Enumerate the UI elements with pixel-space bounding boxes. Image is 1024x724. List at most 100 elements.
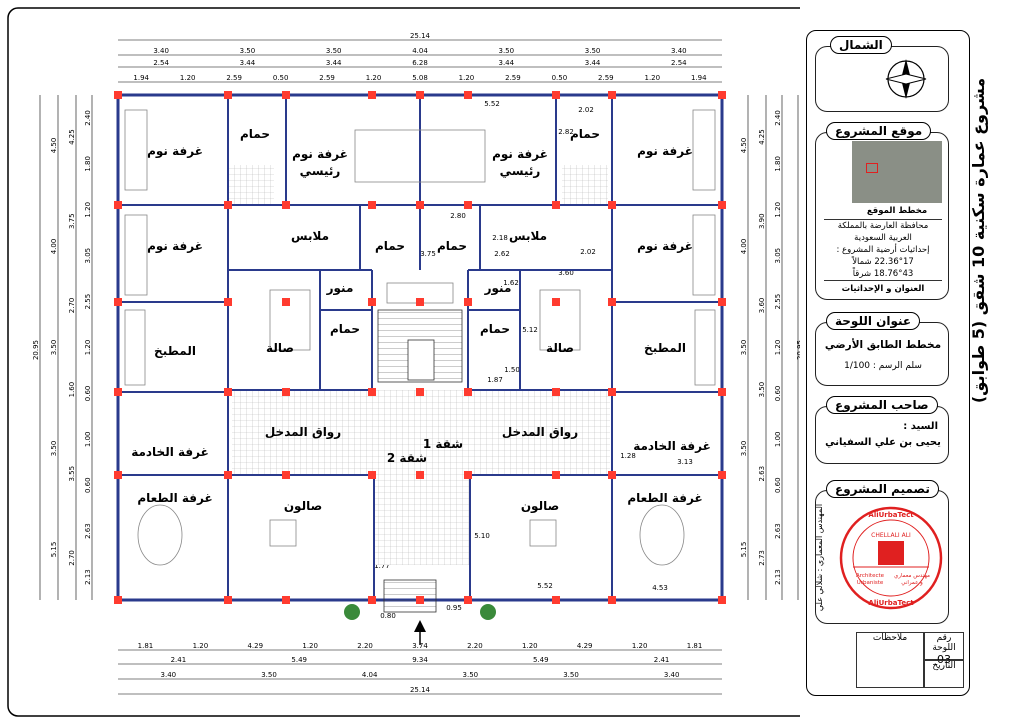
dim-right-inner: 2.40 — [774, 110, 782, 126]
dim-right-mid: 2.63 — [758, 466, 766, 482]
dim-interior: 0.95 — [446, 604, 462, 612]
stamp-right-line1: مهندس معماري — [894, 573, 930, 579]
room-label-hall-2: صالة — [546, 341, 574, 355]
dim-bottom-row2: 9.34 — [412, 656, 428, 664]
column-marker — [464, 596, 472, 604]
dim-bottom-row3: 4.04 — [362, 671, 378, 679]
dim-bottom-row1: 1.20 — [632, 642, 648, 650]
dim-interior: 2.62 — [494, 250, 510, 258]
room-label-salon-2: صالون — [521, 499, 559, 514]
dim-top-row4: 1.94 — [133, 74, 149, 82]
column-marker — [368, 201, 376, 209]
room-label-salon-1: صالون — [284, 499, 322, 514]
column-marker — [552, 201, 560, 209]
column-marker — [282, 201, 290, 209]
room-label-bath-4: حمام — [437, 239, 467, 254]
structural-columns — [114, 91, 726, 604]
dim-bottom-row1: 1.81 — [138, 642, 154, 650]
north-heading: الشمال — [830, 36, 892, 54]
room-label-bath-1: حمام — [240, 127, 270, 142]
dim-top-row3: 3.44 — [326, 59, 342, 67]
dim-top-row2: 3.40 — [153, 47, 169, 55]
dim-top-row4: 1.20 — [459, 74, 475, 82]
room-label-bath-6: حمام — [480, 322, 510, 337]
room-label-bath-5: حمام — [330, 322, 360, 337]
dim-right-inner: 2.13 — [774, 569, 782, 585]
column-marker — [368, 596, 376, 604]
north-arrow-icon — [885, 59, 927, 99]
dim-top-row3: 3.44 — [240, 59, 256, 67]
column-marker — [464, 91, 472, 99]
dim-right-inner: 1.20 — [774, 202, 782, 218]
column-marker — [224, 91, 232, 99]
dim-top-row4: 5.08 — [412, 74, 428, 82]
dim-left-inner: 2.55 — [84, 294, 92, 310]
sheet-border — [7, 7, 800, 717]
project-title: مشروع عمارة سكنية 10 شقق (5 طوابق) — [969, 77, 989, 403]
stamp-bottom-text: AliUrbaTect — [868, 599, 914, 607]
dim-left-mid: 4.25 — [68, 129, 76, 145]
dim-interior: 0.80 — [380, 612, 396, 620]
site-coords-east: 18.76°43 شرقاً — [852, 269, 914, 279]
column-marker — [282, 298, 290, 306]
dim-top-row3: 3.44 — [585, 59, 601, 67]
column-marker — [608, 596, 616, 604]
dim-top-row2: 3.50 — [585, 47, 601, 55]
site-address-caption: العنوان و الإحداثيات — [841, 284, 925, 294]
dim-right-mid: 4.25 — [758, 129, 766, 145]
top-dimension-chains — [118, 39, 722, 83]
dim-interior: 2.02 — [578, 106, 594, 114]
dim-top-row2: 3.40 — [671, 47, 687, 55]
column-marker — [552, 388, 560, 396]
column-marker — [608, 471, 616, 479]
apartment-label-1: شقة 1 — [423, 437, 463, 451]
site-coords-heading: إحداثيات أرضية المشروع : — [836, 245, 930, 255]
dim-bottom-row2: 2.41 — [654, 656, 670, 664]
dim-bottom-row1: 3.74 — [412, 642, 428, 650]
dim-left-inner: 1.20 — [84, 340, 92, 356]
dim-bottom-row3: 3.40 — [161, 671, 177, 679]
room-label-closet-2: ملابس — [509, 229, 547, 243]
room-label-dining-2: غرفة الطعام — [627, 491, 702, 506]
notes-cell: ملاحظات — [856, 632, 924, 688]
dim-top-row2: 3.50 — [498, 47, 514, 55]
dim-bottom-row2: 5.49 — [291, 656, 307, 664]
dim-interior: 2.82 — [558, 128, 574, 136]
engineer-credit: المهندس المعماري : شلالي علي — [815, 503, 825, 611]
dim-left-mid: 3.55 — [68, 466, 76, 482]
site-location-line2: العربية السعودية — [854, 233, 912, 243]
dim-top-row3: 3.44 — [498, 59, 514, 67]
dim-top-row3: 6.28 — [412, 59, 428, 67]
dim-interior: 2.18 — [492, 234, 508, 242]
dim-left-outer: 4.00 — [50, 239, 58, 255]
column-marker — [416, 471, 424, 479]
column-marker — [552, 91, 560, 99]
owner-heading: صاحب المشروع — [826, 396, 938, 414]
column-marker — [224, 596, 232, 604]
sheet-title-panel: مخطط الطابق الأرضي سلم الرسم : 1/100 — [815, 322, 949, 386]
dim-right-inner: 1.80 — [774, 156, 782, 172]
sheet-number-label: رقم اللوحة — [932, 633, 956, 653]
dim-interior: 5.10 — [474, 532, 490, 540]
site-heading: موقع المشروع — [826, 122, 932, 140]
dim-top-row4: 0.50 — [273, 74, 289, 82]
interior-walls — [118, 95, 722, 600]
north-panel — [815, 46, 949, 112]
column-marker — [368, 471, 376, 479]
stamp-name: CHELLALI ALI — [871, 532, 911, 539]
column-marker — [464, 298, 472, 306]
notes-label: ملاحظات — [872, 633, 908, 643]
room-label-kitchen-2: المطبخ — [644, 341, 686, 355]
site-panel: مخطط الموقع محافظة العارضة بالمملكة العر… — [815, 132, 949, 300]
room-label-light-well-2: منور — [484, 281, 512, 296]
dim-right-outer: 4.00 — [740, 239, 748, 255]
dim-interior: 1.62 — [503, 279, 519, 287]
dim-interior: 1.87 — [487, 376, 503, 384]
column-marker — [368, 298, 376, 306]
dim-interior: 1.28 — [620, 452, 636, 460]
column-marker — [552, 298, 560, 306]
column-marker — [282, 91, 290, 99]
stamp-left-line1: Architecte — [856, 573, 885, 579]
dim-right-mid: 3.60 — [758, 298, 766, 314]
dim-bottom-row1: 1.20 — [302, 642, 318, 650]
